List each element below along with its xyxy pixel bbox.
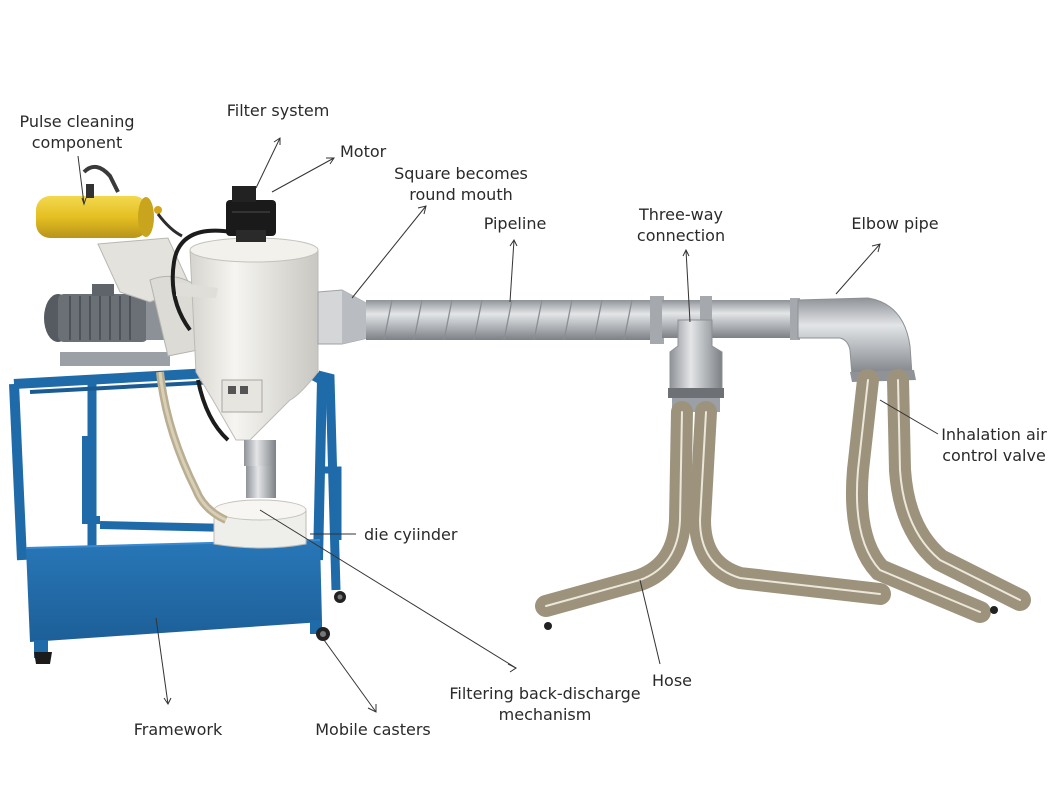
label-three-way-line1: Three-way (639, 205, 723, 224)
label-three-way-line2: connection (636, 226, 726, 245)
caster-wheels (34, 591, 346, 664)
label-pulse-cleaning-line1: Pulse cleaning (19, 112, 135, 131)
label-three-way-connection: Three-way connection (626, 204, 736, 246)
label-mobile-casters: Mobile casters (315, 720, 431, 739)
label-filtering-back-discharge: Filtering back-discharge mechanism (440, 683, 650, 725)
flexible-hoses (535, 369, 1031, 630)
label-filtering-line2: mechanism (498, 705, 592, 724)
top-motor (226, 186, 276, 242)
label-pulse-cleaning: Pulse cleaning component (12, 111, 142, 153)
pulse-cleaning-tank (36, 164, 183, 238)
label-inhalation-line2: control valve (942, 446, 1046, 465)
label-motor: Motor (340, 142, 387, 161)
label-square-round-line1: Square becomes (394, 164, 528, 183)
blower-housing (97, 237, 201, 357)
cyclone-filter-hopper (170, 228, 319, 442)
main-duct (317, 289, 916, 412)
label-pulse-cleaning-line2: component (31, 133, 123, 152)
label-square-round-line2: round mouth (409, 185, 513, 204)
label-framework: Framework (133, 720, 223, 739)
label-filtering-line1: Filtering back-discharge (449, 684, 641, 703)
label-die-cylinder: die cyiinder (364, 525, 458, 544)
label-inhalation-valve: Inhalation air control valve (932, 424, 1056, 466)
label-square-round-mouth: Square becomes round mouth (384, 163, 538, 205)
label-elbow-pipe: Elbow pipe (851, 214, 939, 233)
label-pipeline: Pipeline (483, 214, 547, 233)
label-filter-system: Filter system (226, 101, 330, 120)
label-hose: Hose (652, 671, 692, 690)
die-cylinder-assembly (156, 371, 307, 549)
label-inhalation-line1: Inhalation air (941, 425, 1047, 444)
leader-lines (77, 137, 939, 713)
